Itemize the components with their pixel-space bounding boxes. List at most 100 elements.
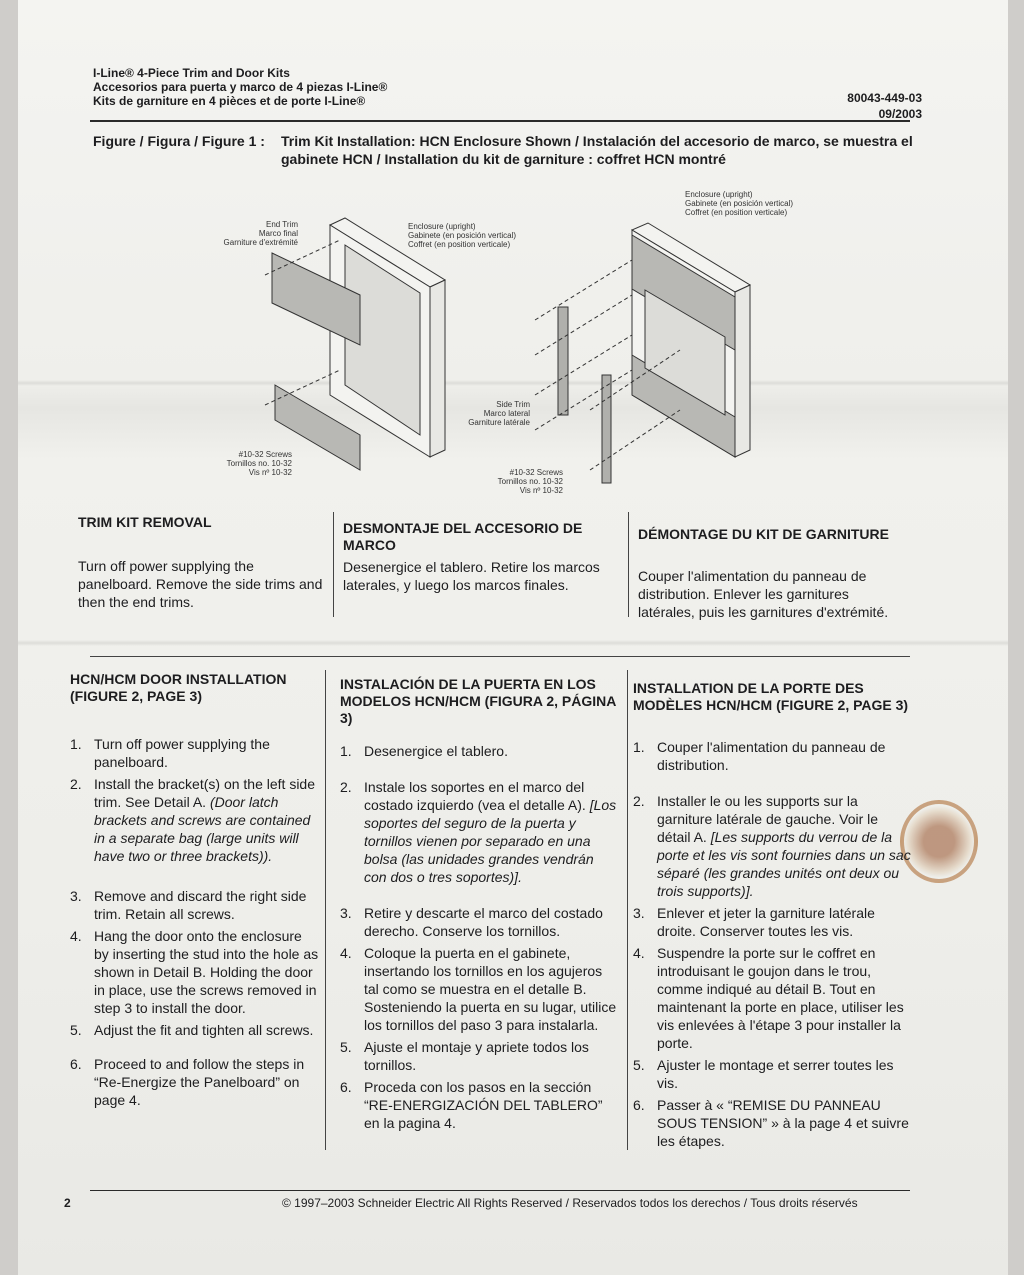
step-number: 4.	[633, 945, 645, 961]
doc-date: 09/2003	[878, 107, 922, 121]
door-fr: INSTALLATION DE LA PORTE DES MODÈLES HCN…	[633, 680, 913, 1150]
label-line: Vis nº 10-32	[248, 468, 292, 477]
step-text: Suspendre la porte sur le coffret en int…	[657, 945, 904, 1051]
step-text: Desenergice el tablero.	[364, 743, 508, 759]
step-item: 3. Enlever et jeter la garniture latérale…	[633, 904, 913, 940]
label-line: Marco final	[258, 229, 298, 238]
step-text: Retire y descarte el marco del costado d…	[364, 905, 603, 939]
step-text: Coloque la puerta en el gabinete, insert…	[364, 945, 617, 1033]
end-trim-label: End Trim Marco final Garniture d'extrémi…	[220, 220, 298, 247]
step-number: 2.	[633, 793, 645, 809]
step-item: 2.Install the bracket(s) on the left sid…	[70, 775, 320, 865]
step-item: 4. Suspendre la porte sur le coffret en i…	[633, 944, 913, 1052]
enclosure-label-right: Enclosure (upright) Gabinete (en posició…	[685, 190, 793, 217]
step-text: Hang the door onto the enclosure by inse…	[94, 928, 319, 1016]
step-item: 5. Adjust the fit and tighten all screws.	[70, 1021, 320, 1039]
removal-fr: DÉMONTAGE DU KIT DE GARNITURE Couper l'a…	[638, 526, 908, 621]
step-item: 6. Proceed to and follow the steps in “Re…	[70, 1055, 320, 1109]
step-item: 3. Retire y descarte el marco del costado…	[340, 904, 620, 940]
side-trim-label: Side Trim Marco lateral Garniture latéra…	[445, 400, 530, 427]
step-number: 5.	[633, 1057, 645, 1073]
document-page	[18, 0, 1008, 1275]
step-item: 1.Couper l'alimentation du panneau de di…	[633, 738, 913, 774]
trim-kit-illustration	[264, 217, 752, 484]
label-line: #10-32 Screws	[238, 450, 292, 459]
step-number: 6.	[340, 1079, 352, 1095]
label-line: End Trim	[265, 220, 298, 229]
step-text: Couper l'alimentation du panneau de dist…	[657, 739, 886, 773]
label-line: Side Trim	[496, 400, 530, 409]
section-body: Couper l'alimentation du panneau de dist…	[638, 568, 889, 620]
label-line: Enclosure (upright)	[685, 190, 753, 199]
section-heading: HCN/HCM DOOR INSTALLATION (FIGURE 2, PAG…	[70, 671, 287, 704]
step-number: 1.	[70, 736, 82, 752]
doc-info: 80043-449-03 09/2003	[847, 90, 922, 122]
title-es: Accesorios para puerta y marco de 4 piez…	[93, 80, 388, 94]
figure-label: Figure / Figura / Figure 1 :	[93, 133, 265, 149]
figure-caption-text: Trim Kit Installation: HCN Enclosure Sho…	[281, 133, 913, 167]
label-line: Gabinete (en posición vertical)	[685, 199, 794, 208]
header-rule	[90, 120, 910, 122]
step-text: Instale los soportes en el marco del cos…	[364, 779, 590, 813]
label-line: Garniture d'extrémité	[223, 238, 298, 247]
copyright: © 1997–2003 Schneider Electric All Right…	[282, 1196, 858, 1210]
label-line: Gabinete (en posición vertical)	[408, 231, 517, 240]
step-text: Enlever et jeter la garniture latérale d…	[657, 905, 875, 939]
step-text: Ajuster le montage et serrer toutes les …	[657, 1057, 894, 1091]
step-number: 3.	[633, 905, 645, 921]
step-item: 5. Ajuster le montage et serrer toutes le…	[633, 1056, 913, 1092]
section-heading: INSTALLATION DE LA PORTE DES MODÈLES HCN…	[633, 680, 909, 713]
step-item: 2. Installer le ou les supports sur la ga…	[633, 792, 913, 900]
section-rule	[90, 656, 910, 657]
doc-number: 80043-449-03	[847, 91, 922, 105]
section-heading: DÉMONTAGE DU KIT DE GARNITURE	[638, 526, 889, 542]
step-item: 4. Coloque la puerta en el gabinete, inse…	[340, 944, 620, 1034]
stain	[900, 800, 978, 883]
label-line: Garniture latérale	[468, 418, 530, 427]
step-number: 6.	[70, 1056, 82, 1072]
door-es: INSTALACIÓN DE LA PUERTA EN LOS MODELOS …	[340, 676, 620, 1132]
document-title: I-Line® 4-Piece Trim and Door Kits Acces…	[93, 66, 387, 108]
step-text: Remove and discard the right side trim. …	[94, 888, 307, 922]
label-line: Coffret (en position verticale)	[685, 208, 788, 217]
footer-rule	[90, 1190, 910, 1191]
steps-list: 1.Turn off power supplying the panelboar…	[70, 735, 320, 1109]
step-number: 5.	[340, 1039, 352, 1055]
figure-caption: Figure / Figura / Figure 1 : Trim Kit Ins…	[93, 132, 923, 168]
step-text: Installer le ou les supports sur la garn…	[657, 793, 879, 845]
removal-es: DESMONTAJE DEL ACCESORIO DE MARCO Desene…	[343, 520, 623, 594]
screws-label-left: #10-32 Screws Tornillos no. 10-32 Vis nº…	[210, 450, 292, 477]
step-number: 5.	[70, 1022, 82, 1038]
column-divider	[627, 670, 628, 1150]
enclosure-label-left: Enclosure (upright) Gabinete (en posició…	[408, 222, 516, 249]
paper-fold	[18, 640, 1008, 646]
step-text: Adjust the fit and tighten all screws.	[94, 1022, 314, 1038]
step-text: Proceed to and follow the steps in “Re-E…	[94, 1056, 305, 1108]
step-number: 3.	[70, 888, 82, 904]
step-number: 6.	[633, 1097, 645, 1113]
column-divider	[628, 512, 629, 617]
title-en: I-Line® 4-Piece Trim and Door Kits	[93, 66, 290, 80]
title-fr: Kits de garniture en 4 pièces et de port…	[93, 94, 366, 108]
section-heading: TRIM KIT REMOVAL	[78, 514, 212, 530]
screws-label-right: #10-32 Screws Tornillos no. 10-32 Vis nº…	[475, 468, 563, 495]
step-text: Ajuste el montaje y apriete todos los to…	[364, 1039, 589, 1073]
step-text: Passer à « “REMISE DU PANNEAU SOUS TENSI…	[657, 1097, 909, 1149]
section-body: Turn off power supplying the panelboard.…	[78, 558, 323, 610]
step-item: 3. Remove and discard the right side trim…	[70, 887, 320, 923]
step-number: 3.	[340, 905, 352, 921]
label-line: Vis nº 10-32	[519, 486, 563, 495]
column-divider	[325, 670, 326, 1150]
step-number: 4.	[340, 945, 352, 961]
step-number: 2.	[340, 779, 352, 795]
label-line: #10-32 Screws	[509, 468, 563, 477]
step-item: 2. Instale los soportes en el marco del c…	[340, 778, 620, 886]
step-note: [Los soportes del seguro de la puerta y …	[364, 797, 617, 885]
label-line: Tornillos no. 10-32	[226, 459, 292, 468]
label-line: Coffret (en position verticale)	[408, 240, 511, 249]
steps-list: 1.Desenergice el tablero.2.Instale los s…	[340, 742, 620, 1132]
step-number: 2.	[70, 776, 82, 792]
removal-en: TRIM KIT REMOVAL Turn off power supplyin…	[78, 514, 328, 611]
step-item: 1.Turn off power supplying the panelboar…	[70, 735, 320, 771]
door-en: HCN/HCM DOOR INSTALLATION (FIGURE 2, PAG…	[70, 671, 320, 1109]
